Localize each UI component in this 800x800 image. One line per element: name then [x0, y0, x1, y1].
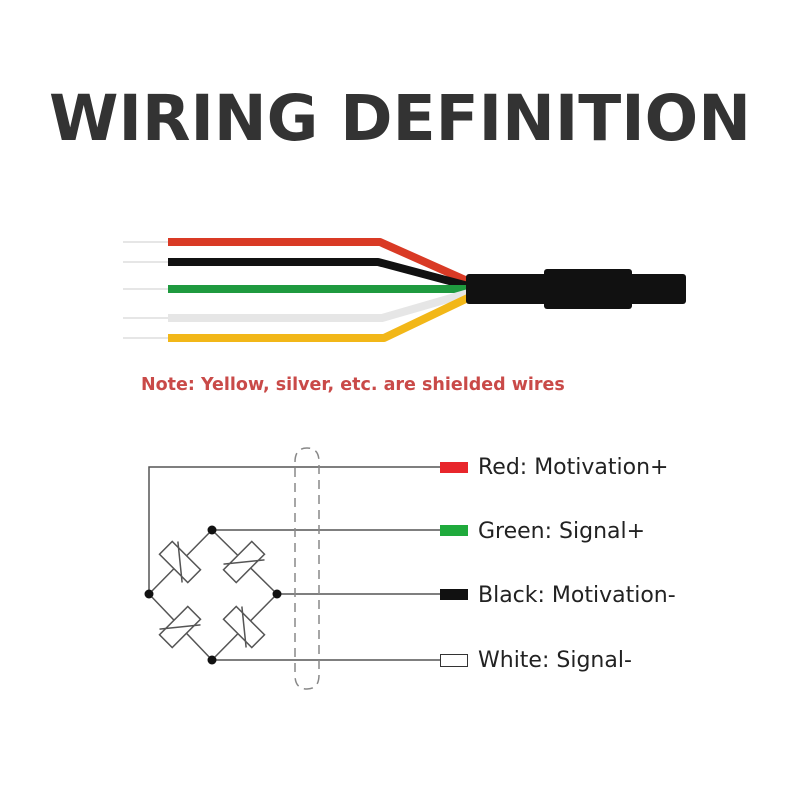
resistor-top-right [222, 540, 266, 584]
motivation-plus-line [148, 466, 440, 594]
resistor-top-left [158, 540, 202, 584]
shield-note: Note: Yellow, silver, etc. are shielded … [141, 375, 565, 395]
red-wire [168, 238, 474, 287]
junction-right [272, 589, 282, 599]
legend-swatch-green [440, 525, 468, 536]
resistor-bottom-left [158, 605, 202, 649]
junction-top [207, 525, 217, 535]
legend-swatch-black [440, 589, 468, 600]
yellow-wire [168, 292, 474, 342]
conductor-tips [123, 241, 168, 339]
resistor-bottom-right [222, 605, 266, 649]
junction-left [144, 589, 154, 599]
shield-cylinder [294, 447, 320, 690]
cable-illustration [123, 238, 686, 342]
white-wire [168, 288, 474, 322]
junction-bottom [207, 655, 217, 665]
page-title: WIRING DEFINITION [49, 82, 751, 155]
legend-swatch-white [440, 654, 468, 667]
legend-swatch-red [440, 462, 468, 473]
legend-label-white: White: Signal- [478, 648, 632, 673]
legend-label-red: Red: Motivation+ [478, 455, 669, 480]
legend-label-green: Green: Signal+ [478, 519, 646, 544]
cable-sleeve [544, 269, 632, 309]
black-wire [168, 258, 474, 291]
legend-label-black: Black: Motivation- [478, 583, 676, 608]
